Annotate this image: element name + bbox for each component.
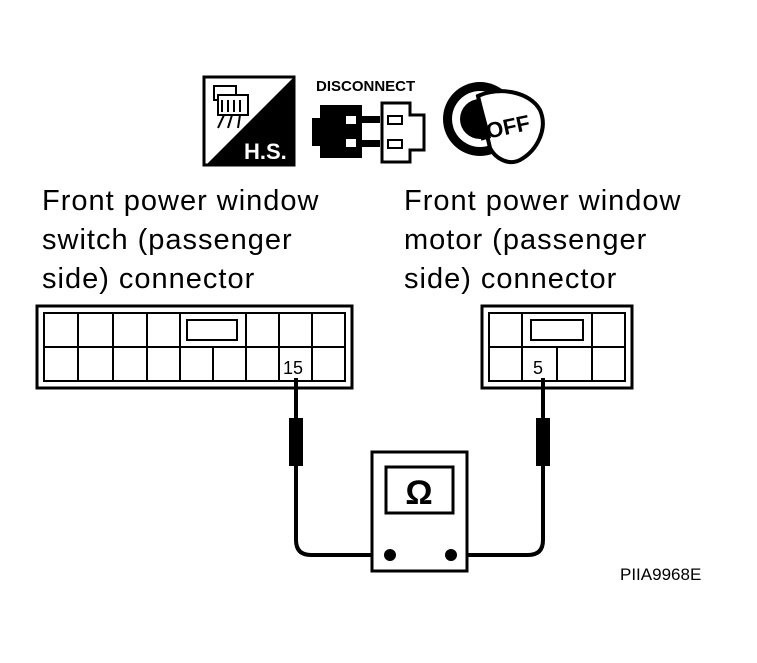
probe-leads [294,378,545,557]
switch-label-line-1: Front power window [42,185,320,217]
motor-connector: 5 [480,304,634,390]
switch-label-line-2: switch (passenger [42,224,293,256]
harness-side-icon: H.S. [202,75,296,167]
ohmmeter-terminal-left [384,549,396,561]
switch-terminal-label: 15 [283,358,303,378]
motor-terminal-label: 5 [533,358,543,378]
ignition-off-icon: OFF [443,82,545,165]
ohm-symbol: Ω [405,474,432,512]
ohmmeter-terminal-right [445,549,457,561]
ohmmeter: Ω [370,450,469,573]
harness-side-text: H.S. [244,139,287,164]
disconnect-text: DISCONNECT [316,78,415,95]
left-probe-handle [289,418,303,466]
motor-label-line-1: Front power window [404,185,682,217]
switch-label-line-3: side) connector [42,263,256,295]
switch-connector-label: Front power window switch (passenger sid… [42,182,320,299]
motor-connector-lock [530,319,584,341]
ohmmeter-display [384,465,455,515]
switch-connector-lock [186,319,238,341]
motor-label-line-2: motor (passenger [404,224,648,256]
switch-connector: 15 [35,304,354,390]
right-probe-handle [536,418,550,466]
motor-connector-label: Front power window motor (passenger side… [404,182,682,299]
motor-label-line-3: side) connector [404,263,618,295]
disconnect-icon: DISCONNECT [312,78,426,164]
figure-code: PIIA9968E [620,565,702,584]
